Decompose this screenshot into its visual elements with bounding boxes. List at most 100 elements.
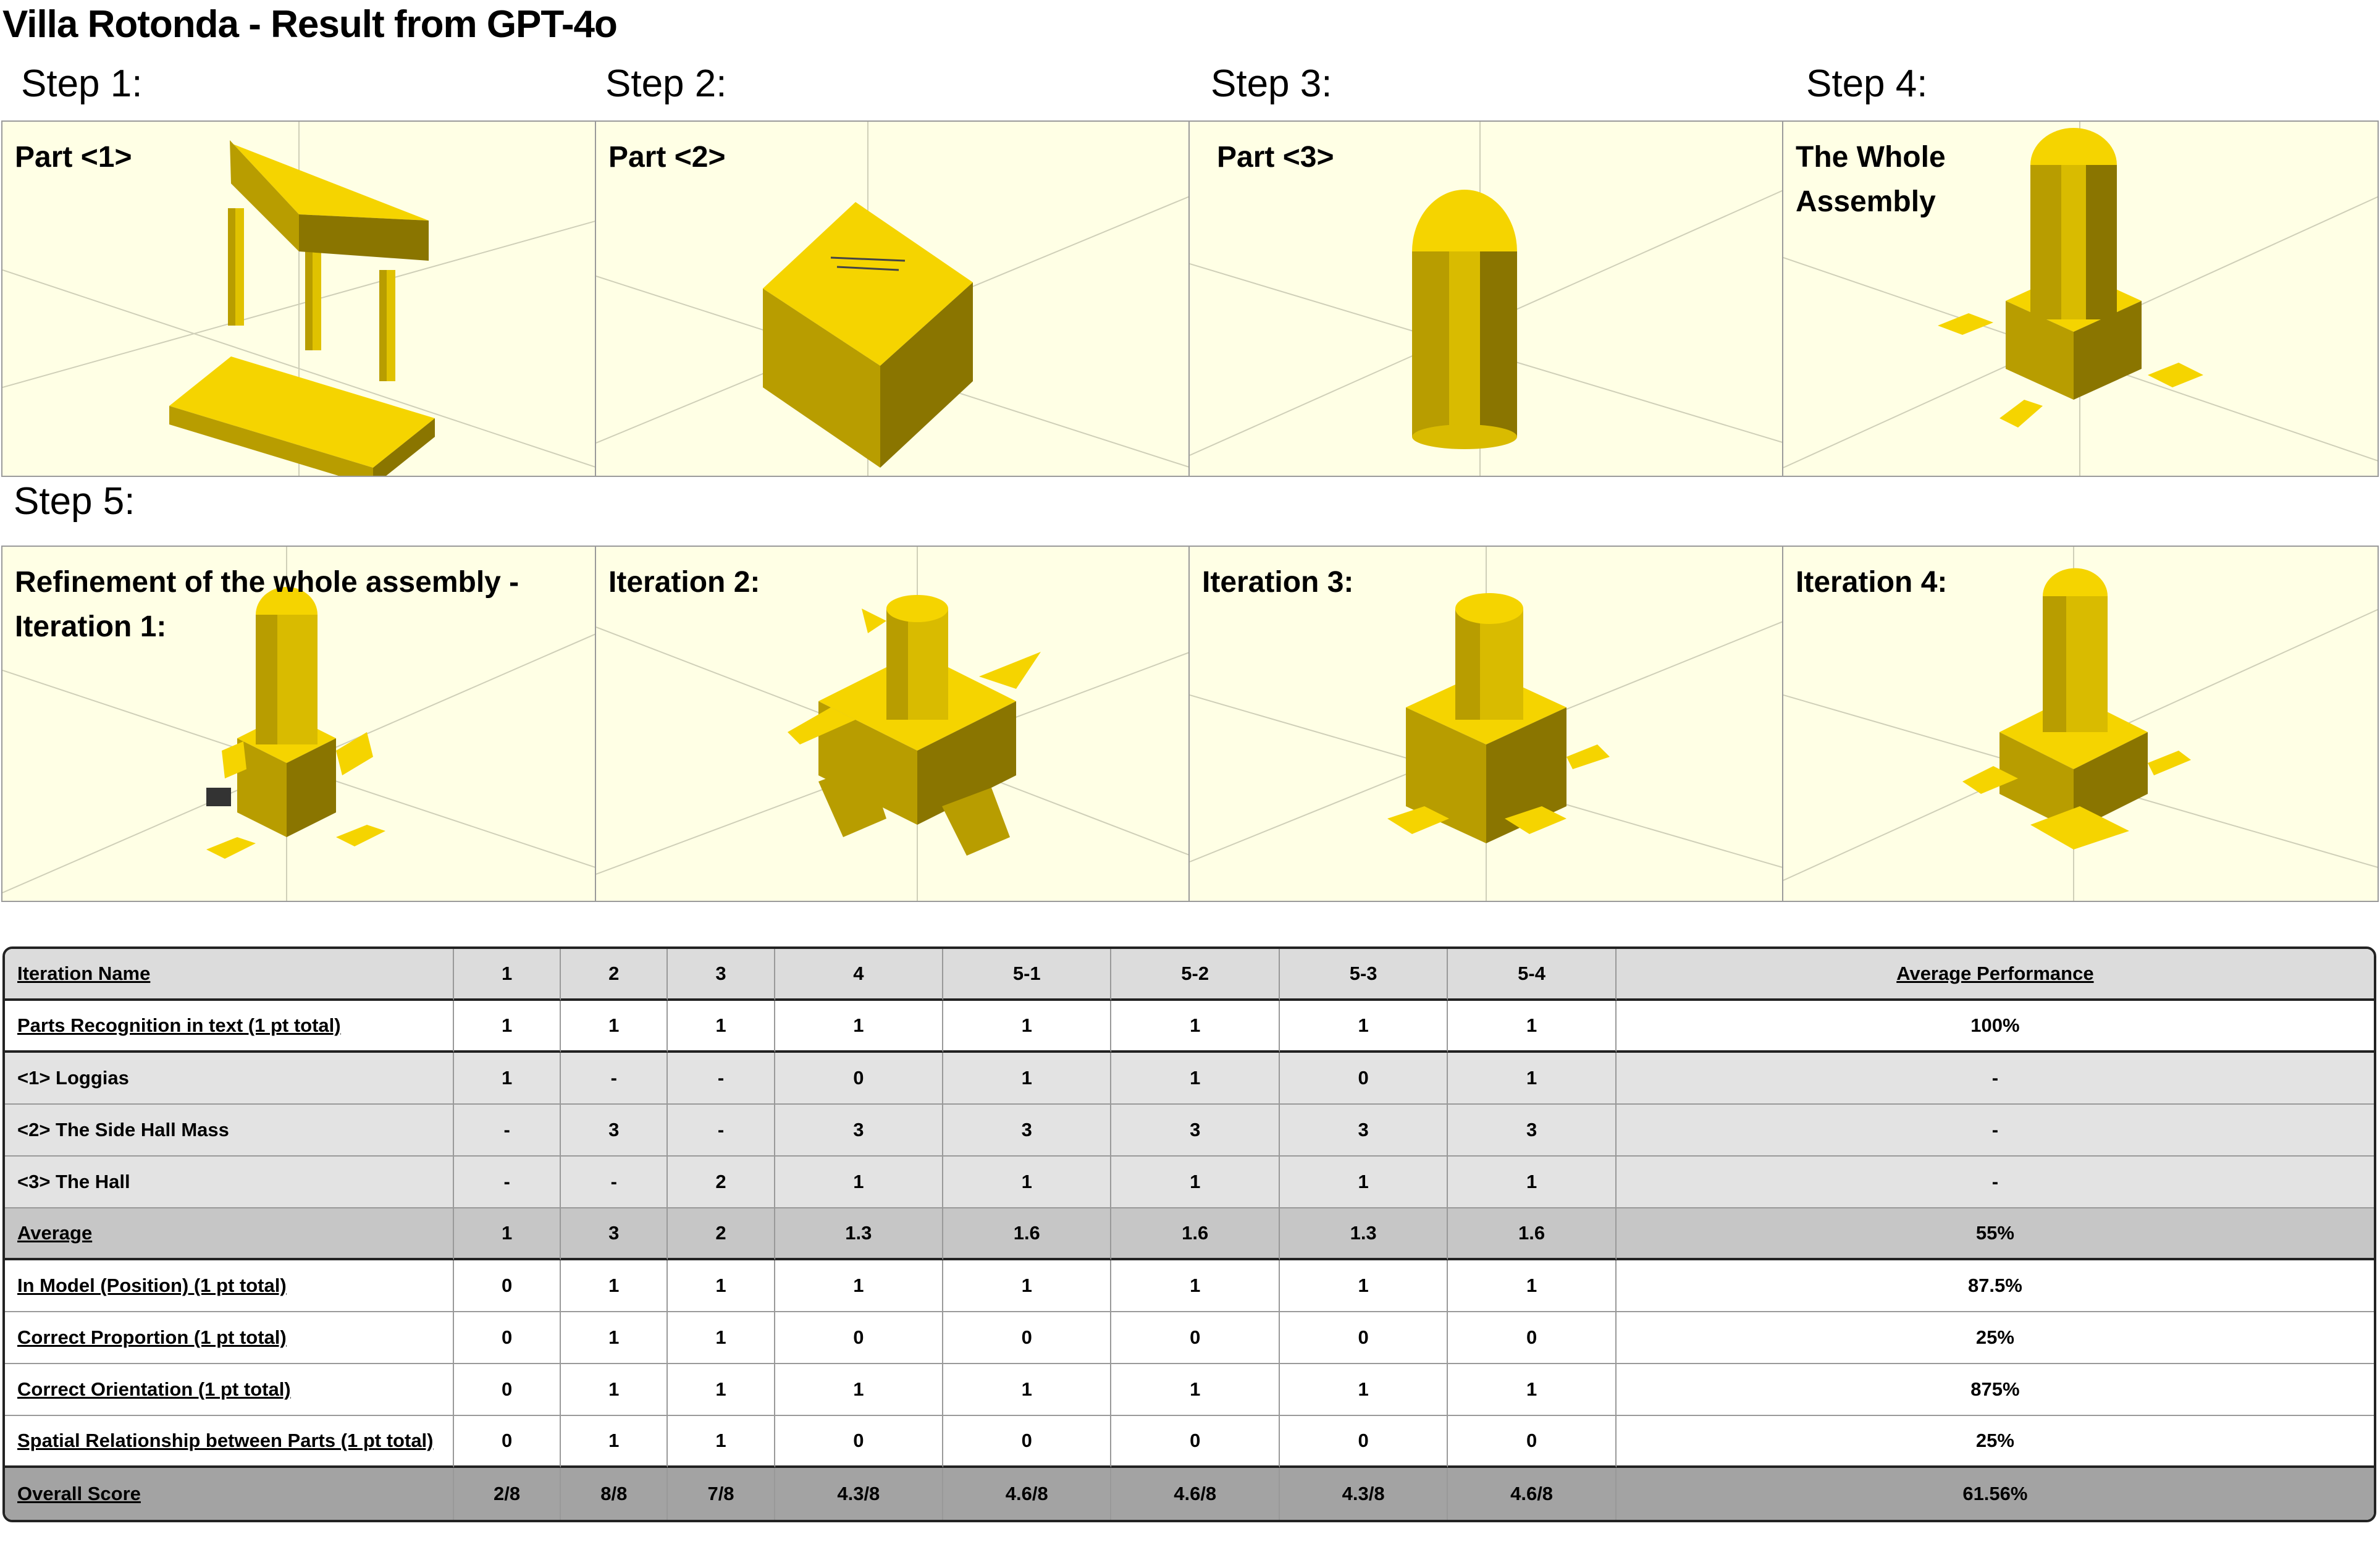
value-cell: 1 [561,1260,668,1312]
value-cell: - [1616,1053,2374,1105]
cell-text: 1 [608,1275,620,1296]
cell-text: Overall Score [17,1483,141,1504]
cell-text: 3 [608,1222,620,1244]
cell-text: - [1991,1119,1999,1140]
value-cell: 5-2 [1111,949,1280,1001]
value-cell: 1 [561,1001,668,1053]
value-cell: 2 [668,1157,775,1208]
cell-text: 0 [1358,1326,1369,1348]
value-cell: 1 [454,1053,561,1105]
cell-text: 87.5% [1967,1275,2022,1296]
value-cell: 2 [561,949,668,1001]
value-cell: 1.6 [943,1208,1112,1260]
cell-text: 3 [1526,1119,1537,1140]
value-cell: 1 [943,1260,1112,1312]
value-cell: 0 [775,1416,944,1468]
cell-text: 0 [1526,1430,1537,1451]
value-cell: 1.3 [1279,1208,1449,1260]
cell-text: 1 [501,1014,513,1036]
panel-label-line-2: Iteration 1: [15,610,167,643]
cell-text: 3 [1190,1119,1201,1140]
cell-text: 1 [853,1378,864,1400]
cell-text: 0 [501,1326,513,1348]
value-cell: 5-1 [943,949,1112,1001]
cell-text: Parts Recognition in text (1 pt total) [17,1014,341,1036]
value-cell: 0 [1448,1416,1617,1468]
cell-text: 875% [1970,1378,2020,1400]
cell-text: 1 [501,963,513,984]
model-render-assembly [1783,122,2378,476]
value-cell: 1 [668,1001,775,1053]
value-cell: 1 [1448,1260,1617,1312]
cell-text: Average Performance [1896,963,2094,984]
value-cell: 1 [775,1001,944,1053]
value-cell: 1 [1279,1364,1449,1416]
cell-text: 1 [715,1014,726,1036]
value-cell: 1.6 [1111,1208,1280,1260]
cell-text: 25% [1975,1430,2014,1451]
cell-text: 1 [1021,1067,1032,1089]
cell-text: 0 [1021,1326,1032,1348]
value-cell: 1 [1111,1260,1280,1312]
row-label-cell: <2> The Side Hall Mass [5,1105,454,1157]
cell-text: 1.6 [1182,1222,1209,1244]
cell-text: 25% [1975,1326,2014,1348]
value-cell: 1 [943,1364,1112,1416]
value-cell: 61.56% [1616,1468,2374,1520]
cell-text: Spatial Relationship between Parts (1 pt… [17,1430,434,1451]
cell-text: 1 [1021,1275,1032,1296]
value-cell: 3 [1279,1105,1449,1157]
cell-text: Correct Orientation (1 pt total) [17,1378,291,1400]
value-cell: 1 [1448,1364,1617,1416]
cell-text: 61.56% [1962,1483,2028,1504]
cell-text: 1 [1190,1014,1201,1036]
value-cell: 1 [454,1208,561,1260]
value-cell: - [1616,1105,2374,1157]
value-cell: - [454,1157,561,1208]
cell-text: 1 [1190,1275,1201,1296]
value-cell: 2/8 [454,1468,561,1520]
panel-label: Part <1> [15,141,132,174]
value-cell: 5-3 [1279,949,1449,1001]
cell-text: 1 [1021,1171,1032,1192]
cell-text: 1.6 [1013,1222,1040,1244]
value-cell: 1 [668,1312,775,1364]
cell-text: Average [17,1222,93,1244]
cell-text: 1 [1190,1171,1201,1192]
page-title: Villa Rotonda - Result from GPT-4o [2,3,618,46]
cell-text: 2/8 [494,1483,521,1504]
value-cell: 1 [1111,1053,1280,1105]
cell-text: 0 [1358,1430,1369,1451]
value-cell: 0 [943,1416,1112,1468]
cell-text: - [1991,1171,1999,1192]
value-cell: 87.5% [1616,1260,2374,1312]
cell-text: 0 [1190,1430,1201,1451]
value-cell: 1 [1111,1364,1280,1416]
row-label-cell: Iteration Name [5,949,454,1001]
value-cell: 3 [775,1105,944,1157]
step-2-label: Step 2: [605,62,727,105]
row-label-cell: Correct Proportion (1 pt total) [5,1312,454,1364]
model-render-side-hall [596,122,1188,476]
value-cell: 1 [943,1001,1112,1053]
cell-text: - [503,1119,510,1140]
value-cell: 5-4 [1448,949,1617,1001]
value-cell: - [561,1053,668,1105]
value-cell: 0 [1111,1312,1280,1364]
value-cell: 0 [775,1053,944,1105]
cell-text: 2 [608,963,620,984]
viewport-part-1: Part <1> [1,120,596,477]
cell-text: 3 [1021,1119,1032,1140]
value-cell: 3 [1111,1105,1280,1157]
model-render-iteration-3 [1190,547,1782,901]
value-cell: 1 [668,1364,775,1416]
cell-text: Iteration Name [17,963,151,984]
cell-text: 3 [1358,1119,1369,1140]
cell-text: 1 [715,1378,726,1400]
model-render-iteration-1 [2,547,595,901]
cell-text: - [503,1171,510,1192]
